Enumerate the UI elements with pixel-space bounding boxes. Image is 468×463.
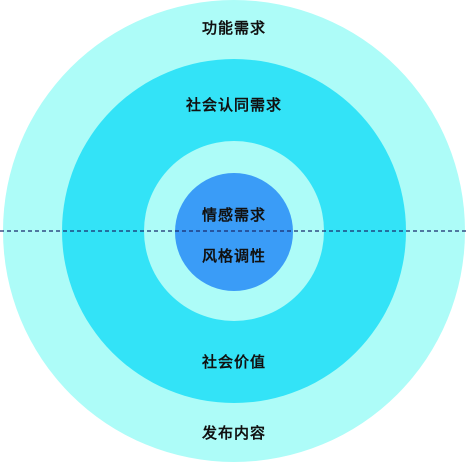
- label-style-tone: 风格调性: [202, 247, 266, 265]
- label-emotional-needs: 情感需求: [202, 206, 266, 224]
- label-published-content: 发布内容: [201, 424, 266, 442]
- label-functional-needs: 功能需求: [202, 19, 266, 37]
- label-social-recognition-needs: 社会认同需求: [185, 96, 282, 114]
- core-circle: [175, 173, 293, 291]
- label-social-value: 社会价值: [201, 353, 266, 371]
